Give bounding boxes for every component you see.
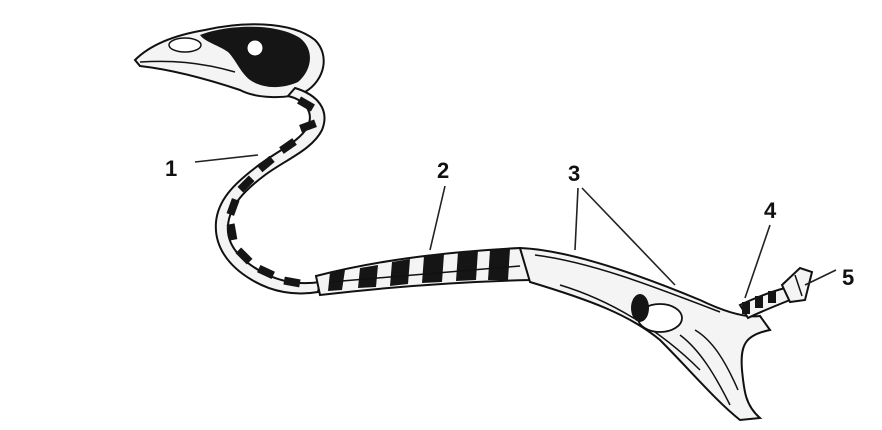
label-3: 3 xyxy=(568,161,580,186)
label-2: 2 xyxy=(437,158,449,183)
cervical-vertebrae xyxy=(216,88,325,294)
leader-line-1 xyxy=(195,155,258,162)
label-1: 1 xyxy=(165,156,177,181)
leader-line-3a xyxy=(575,188,578,250)
thoracic-vertebrae xyxy=(316,248,530,295)
skull xyxy=(135,24,324,97)
pygostyle xyxy=(782,268,812,302)
synsacrum-pelvis xyxy=(520,248,770,420)
leader-line-4 xyxy=(745,225,770,298)
label-5: 5 xyxy=(842,265,854,290)
leader-line-2 xyxy=(430,186,445,250)
label-4: 4 xyxy=(764,198,777,223)
